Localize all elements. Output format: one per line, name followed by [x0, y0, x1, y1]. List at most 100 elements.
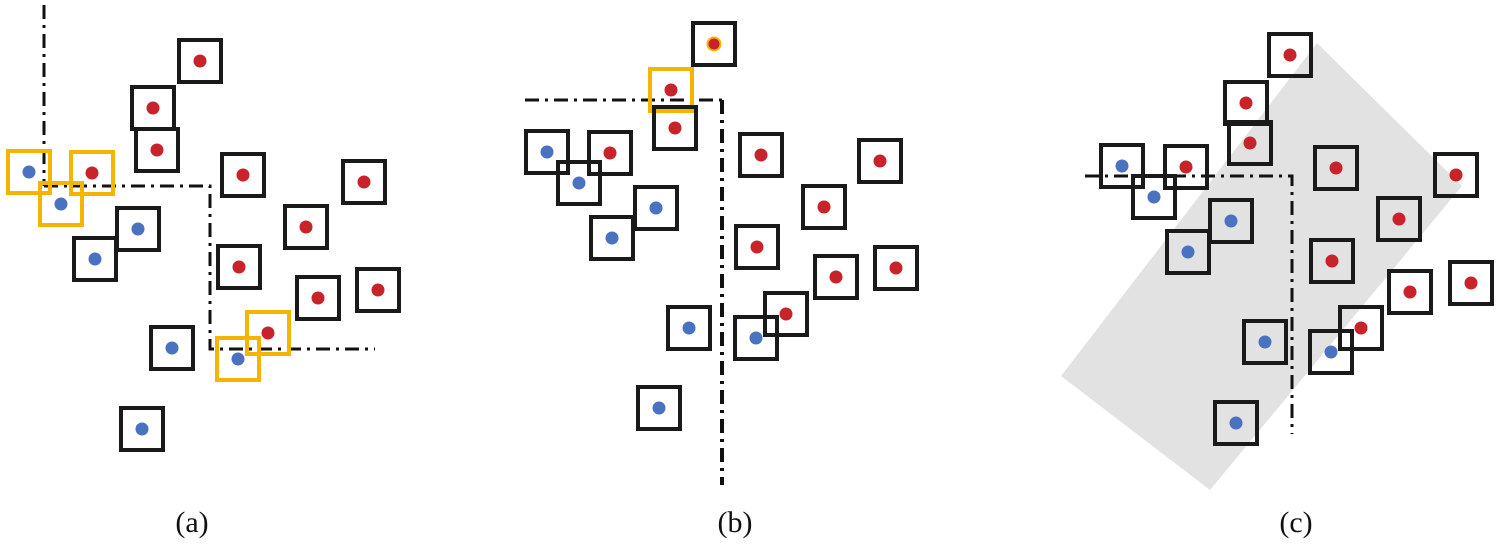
box-icon [1131, 174, 1177, 220]
box-icon [1099, 143, 1145, 189]
point-box-c13 [1208, 198, 1254, 244]
blue-point-icon [605, 231, 619, 245]
box-icon [666, 305, 712, 351]
blue-point-icon [1229, 416, 1243, 430]
point-box-b17 [636, 385, 682, 431]
box-icon [38, 181, 84, 227]
blue-point-icon [54, 197, 68, 211]
red-point-icon [150, 143, 164, 157]
panel-b-caption: (b) [718, 506, 753, 539]
point-box-b6 [801, 184, 847, 230]
box-icon [589, 215, 635, 261]
red-point-icon [829, 270, 843, 284]
box-icon [813, 254, 859, 300]
point-box-c10 [1338, 305, 1384, 351]
blue-point-icon [652, 401, 666, 415]
panel-a-caption: (a) [175, 506, 208, 539]
point-box-c7 [1309, 238, 1355, 284]
blue-point-icon [540, 145, 554, 159]
red-point-icon [146, 101, 160, 115]
red-point-icon [664, 83, 678, 97]
blue-point-icon [22, 165, 36, 179]
point-box-b16 [733, 315, 779, 361]
blue-point-icon [131, 222, 145, 236]
point-box-c6 [1376, 196, 1422, 242]
point-box-c4 [1313, 145, 1359, 191]
box-icon [556, 160, 602, 206]
box-icon [652, 105, 698, 151]
blue-point-icon [165, 341, 179, 355]
point-box-c15 [1242, 319, 1288, 365]
point-box-c8 [1387, 269, 1433, 315]
blue-point-icon [1324, 345, 1338, 359]
point-box-a17 [119, 406, 165, 452]
box-icon [177, 38, 223, 84]
point-box-b5 [857, 138, 903, 184]
point-box-a15 [149, 325, 195, 371]
box-icon [1163, 144, 1209, 190]
blue-point-icon [649, 201, 663, 215]
red-point-icon [193, 54, 207, 68]
point-box-b15 [666, 305, 712, 351]
box-icon [119, 406, 165, 452]
point-box-a5 [283, 204, 329, 250]
box-icon [733, 315, 779, 361]
box-icon [115, 206, 161, 252]
box-icon [72, 236, 118, 282]
point-box-a1 [130, 85, 176, 131]
shaded-region [1061, 43, 1462, 490]
red-point-icon [1325, 254, 1339, 268]
point-box-c5 [1433, 152, 1479, 198]
box-icon [215, 336, 261, 382]
panel-a [6, 5, 401, 452]
box-icon [587, 130, 633, 176]
point-box-b10 [763, 291, 809, 337]
red-point-icon [1403, 285, 1417, 299]
red-point-icon [1179, 160, 1193, 174]
point-box-b2 [652, 105, 698, 151]
box-icon [341, 159, 387, 205]
point-box-b14 [589, 215, 635, 261]
point-box-a2 [134, 127, 180, 173]
point-box-a6 [216, 244, 262, 290]
box-icon [734, 224, 780, 270]
point-box-a13 [115, 206, 161, 252]
point-box-b13 [633, 185, 679, 231]
red-point-icon [706, 36, 722, 52]
point-box-a9 [245, 310, 291, 356]
red-point-icon [85, 166, 99, 180]
point-box-b8 [813, 254, 859, 300]
point-box-c9 [1448, 260, 1494, 306]
box-icon [738, 132, 784, 178]
blue-point-icon [1181, 245, 1195, 259]
box-icon [763, 291, 809, 337]
box-icon [220, 152, 266, 198]
box-icon [295, 275, 341, 321]
box-icon [6, 149, 52, 195]
box-icon [636, 385, 682, 431]
box-icon [69, 150, 115, 196]
panel-b [524, 21, 919, 485]
point-box-a7 [295, 275, 341, 321]
blue-point-icon [231, 352, 245, 366]
red-point-icon [668, 121, 682, 135]
point-box-b12 [556, 160, 602, 206]
point-box-c14 [1165, 229, 1211, 275]
red-point-icon [299, 220, 313, 234]
box-icon [1208, 198, 1254, 244]
red-point-icon [261, 326, 275, 340]
boundary-line-step [44, 184, 375, 351]
point-box-b7 [734, 224, 780, 270]
box-icon [1433, 152, 1479, 198]
box-icon [1309, 238, 1355, 284]
blue-point-icon [135, 422, 149, 436]
box-icon [134, 127, 180, 173]
box-icon [1213, 400, 1259, 446]
blue-point-icon [1258, 335, 1272, 349]
box-icon [1313, 145, 1359, 191]
red-point-icon [603, 146, 617, 160]
box-icon [149, 325, 195, 371]
point-box-c3 [1163, 144, 1209, 190]
red-point-icon [1239, 96, 1253, 110]
red-point-icon [1464, 276, 1478, 290]
